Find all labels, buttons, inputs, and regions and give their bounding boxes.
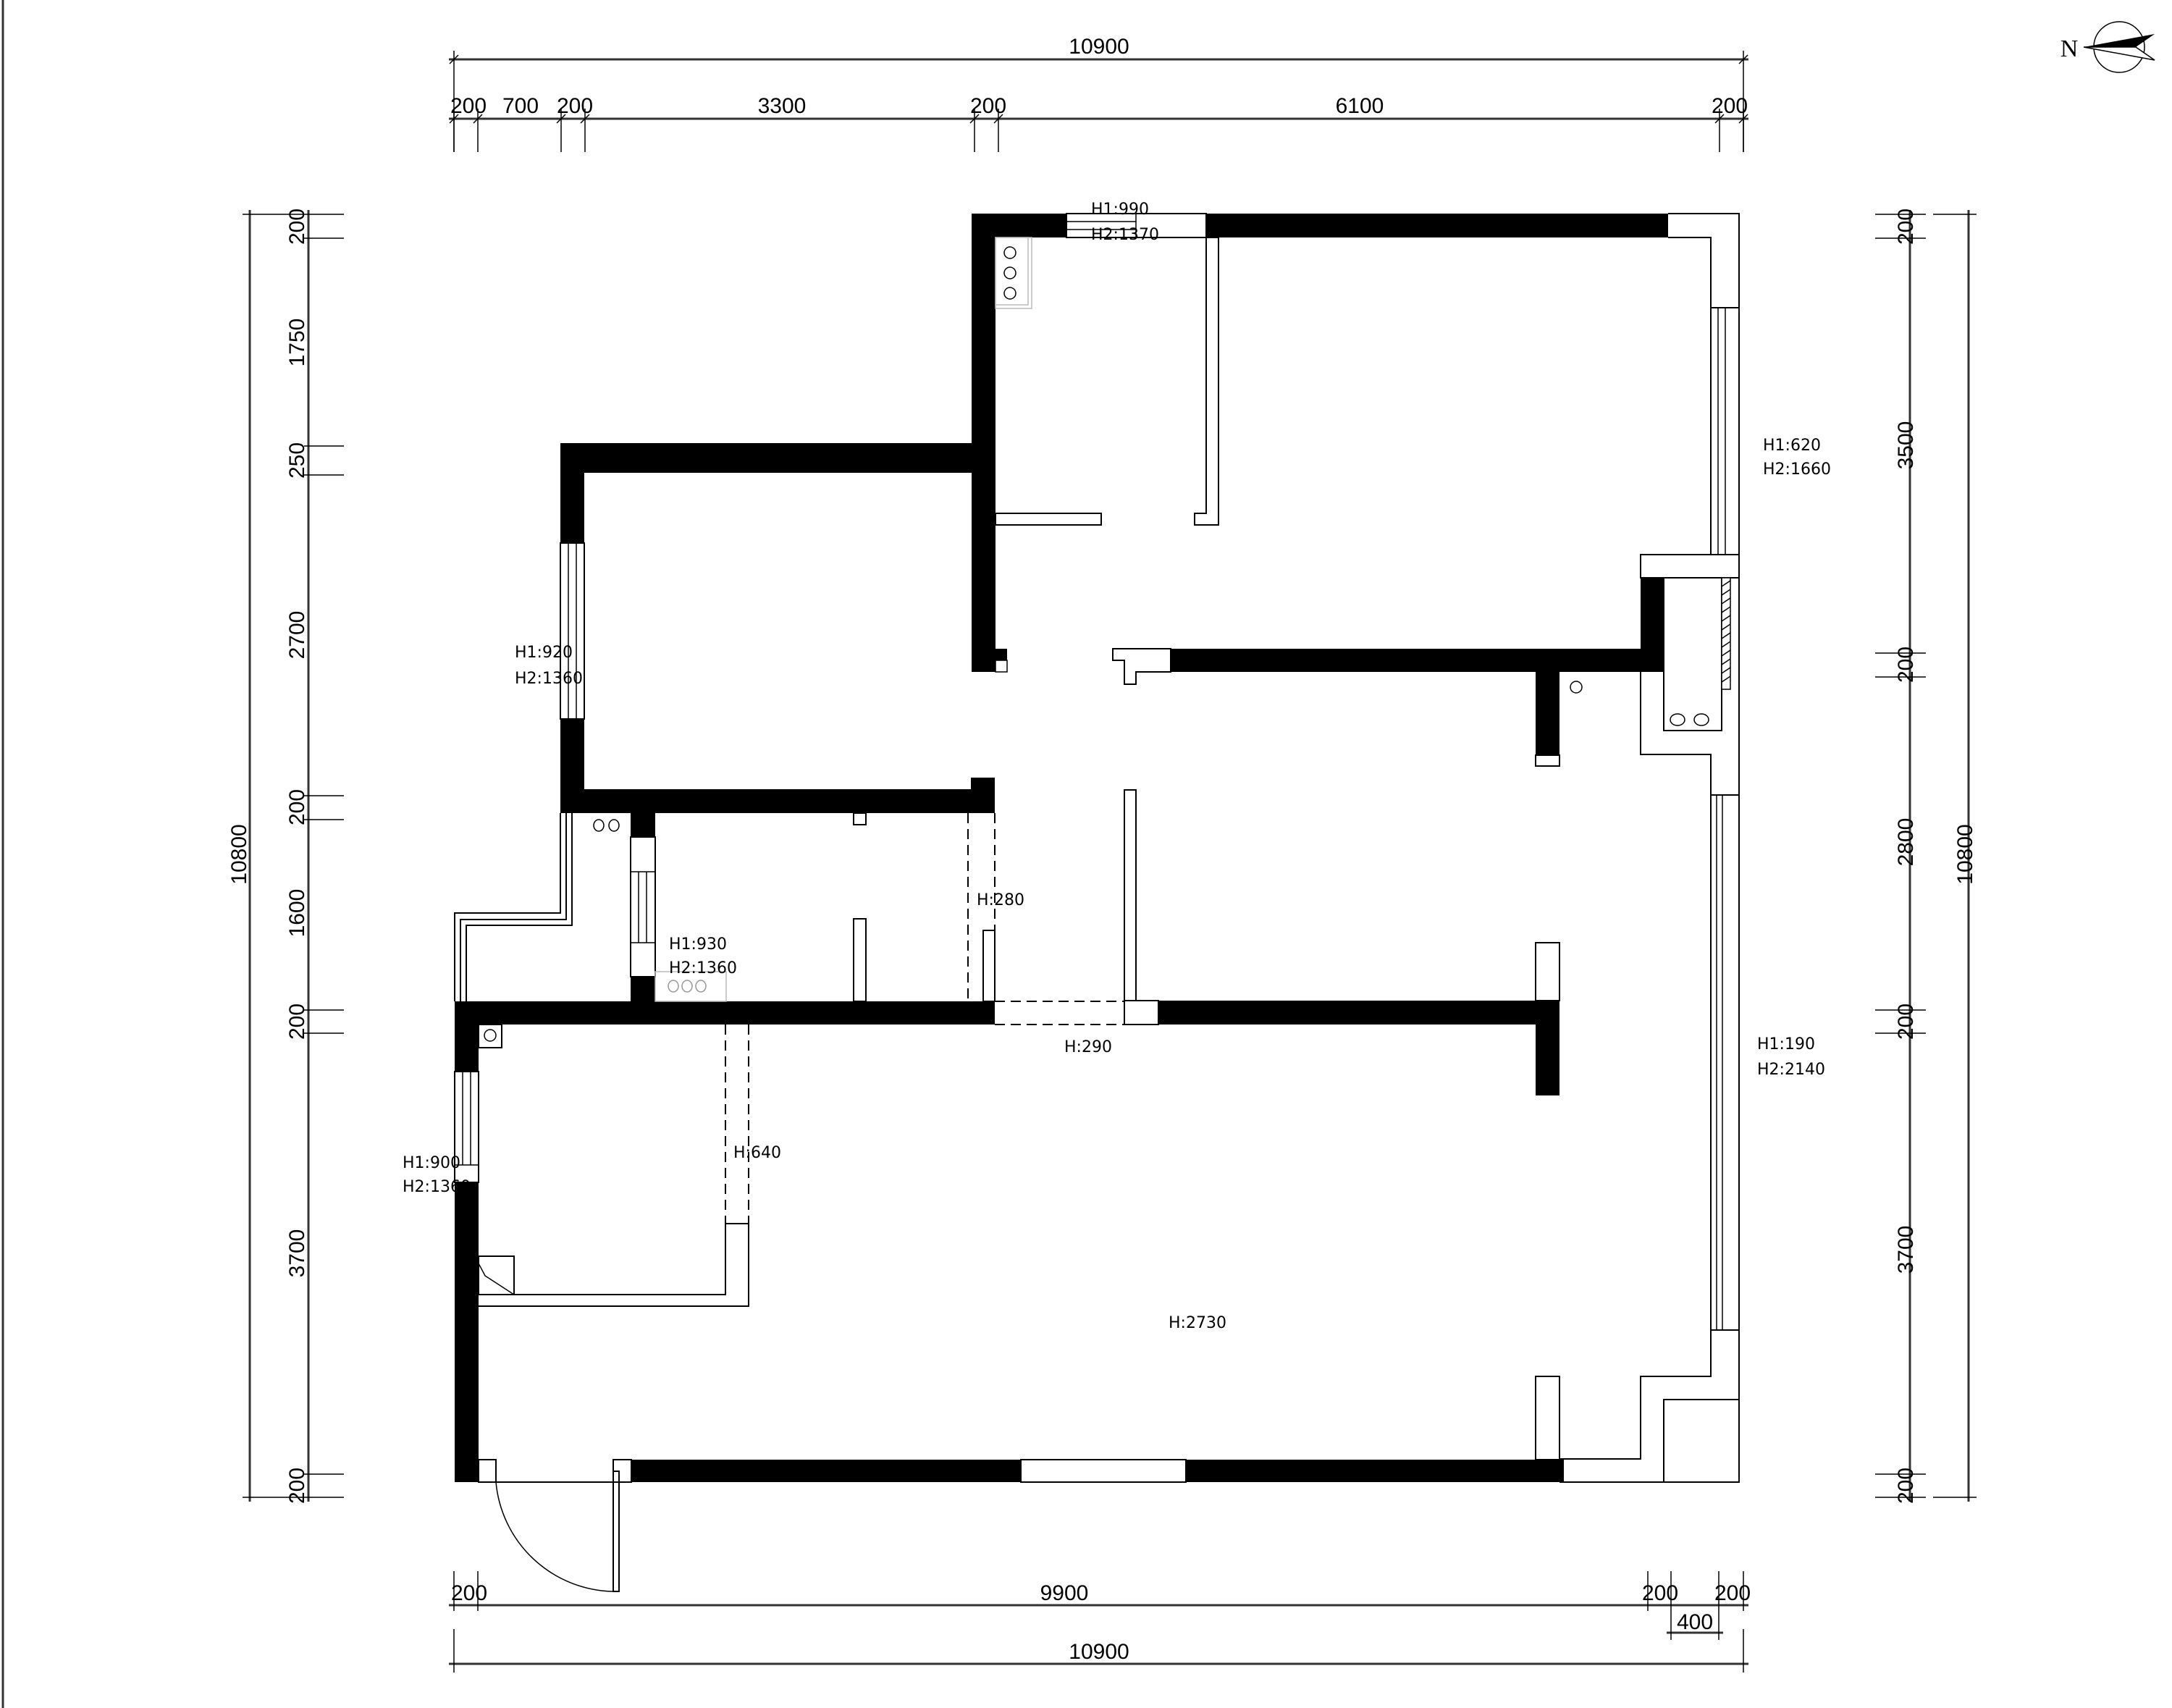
label-opening-h280: H:280: [977, 891, 1024, 909]
right-dim-2: 3500: [1894, 421, 1918, 470]
window-right-upper: [1710, 307, 1740, 555]
right-dim-3: 200: [1894, 647, 1918, 683]
label-ceiling-h2730: H:2730: [1169, 1314, 1226, 1332]
right-dim-7: 200: [1894, 1468, 1918, 1504]
label-opening-h290: H:290: [1064, 1038, 1112, 1056]
right-total-dim: 10800: [1953, 824, 1977, 884]
label-bath-window-h1: H1:930: [669, 935, 727, 954]
top-dim-7: 200: [1712, 94, 1748, 118]
entrance-door: [478, 1459, 632, 1592]
label-bedroom-window-h1: H1:920: [515, 644, 573, 662]
label-bedroom-window-h2: H2:1360: [515, 670, 583, 688]
left-dim-5: 200: [285, 789, 309, 825]
left-dim-6: 1600: [285, 889, 309, 938]
svg-text:N: N: [2061, 35, 2079, 62]
left-dim-2: 1750: [285, 319, 309, 367]
window-bathroom: [630, 836, 656, 977]
bottom-sub-dim: 400: [1677, 1610, 1713, 1634]
window-right-lower: [1710, 794, 1740, 1331]
partitions: [478, 237, 1740, 1460]
right-dim-1: 200: [1894, 209, 1918, 245]
north-arrow-icon: N: [2061, 21, 2155, 73]
top-dimensions: 10900 200 700 200 3300 200 6100 200: [449, 35, 1748, 152]
left-dim-4: 2700: [285, 611, 309, 660]
window-kitchen: [454, 1071, 479, 1183]
top-dim-6: 6100: [1336, 94, 1384, 118]
label-kitchen-window-h2: H2:1360: [403, 1178, 471, 1196]
left-dim-7: 200: [285, 1004, 309, 1040]
height-annotations: H1:990 H2:1370 H1:920 H2:1360 H:280 H1:9…: [403, 201, 1831, 1332]
window-right-hatched: [1721, 577, 1731, 690]
right-dim-5: 200: [1894, 1004, 1918, 1040]
label-right-upper-window-h2: H2:1660: [1763, 460, 1831, 479]
bottom-total-dim: 10900: [1069, 1640, 1129, 1664]
window-bedroom: [560, 542, 585, 720]
bottom-dimensions: 200 9900 200 200 400 10900: [449, 1571, 1751, 1673]
left-dim-8: 3700: [285, 1229, 309, 1278]
window-top: [1066, 213, 1207, 238]
right-dim-6: 3700: [1894, 1226, 1918, 1274]
top-dim-2: 700: [502, 94, 539, 118]
left-total-dim: 10800: [227, 824, 251, 884]
right-dim-4: 2800: [1894, 818, 1918, 867]
left-dim-9: 200: [285, 1468, 309, 1504]
label-bath-window-h2: H2:1360: [669, 959, 737, 977]
left-dim-1: 200: [285, 209, 309, 245]
fixtures: [478, 237, 1709, 1048]
label-right-lower-window-h1: H1:190: [1757, 1035, 1815, 1053]
windows: [454, 213, 1740, 1483]
label-right-upper-window-h1: H1:620: [1763, 437, 1821, 455]
label-opening-h640: H:640: [733, 1144, 781, 1162]
left-dimensions: 200 1750 250 2700 200 1600 200 3700 200 …: [227, 209, 344, 1504]
bottom-dim-4: 200: [1714, 1581, 1751, 1605]
label-top-window-h1: H1:990: [1091, 201, 1149, 219]
label-kitchen-window-h1: H1:900: [403, 1154, 460, 1172]
top-total-dim: 10900: [1069, 35, 1129, 59]
label-top-window-h2: H2:1370: [1091, 226, 1159, 244]
top-dim-3: 200: [557, 94, 593, 118]
label-right-lower-window-h2: H2:2140: [1757, 1061, 1825, 1079]
bottom-dim-3: 200: [1642, 1581, 1678, 1605]
left-dim-3: 250: [285, 442, 309, 479]
top-dim-4: 3300: [758, 94, 807, 118]
walls: [455, 214, 1668, 1482]
right-dimensions: 200 3500 200 2800 200 3700 200 10800: [1875, 209, 1977, 1504]
bottom-dim-1: 200: [451, 1581, 487, 1605]
dashed-openings: [725, 813, 1124, 1224]
top-dim-1: 200: [450, 94, 487, 118]
window-bottom: [1020, 1459, 1187, 1483]
bottom-dim-2: 9900: [1040, 1581, 1089, 1605]
top-dim-5: 200: [970, 94, 1006, 118]
